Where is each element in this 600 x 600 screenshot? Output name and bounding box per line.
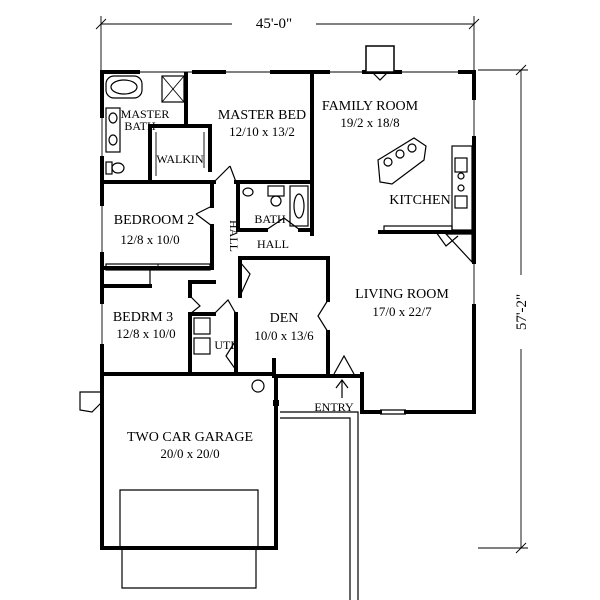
width-dimension: 45'-0" [256,16,292,32]
hall-label: HALL [257,237,289,251]
master-bed-size: 12/10 x 13/2 [229,124,295,139]
master-bed-label: MASTER BED [218,108,306,123]
bedroom-2-size: 12/8 x 10/0 [120,232,179,247]
master-bath-label-2: BATH [124,119,156,133]
driveway [119,379,359,600]
entry-label: ENTRY [314,400,354,414]
hall-vertical-label: HALL [227,220,241,252]
bedroom-3-size: 12/8 x 10/0 [116,326,175,341]
garage-label: TWO CAR GARAGE [127,430,253,445]
kitchen-label: KITCHEN [389,193,450,208]
utility-label: UTL [214,338,237,352]
den-label: DEN [270,311,299,326]
living-room-size: 17/0 x 22/7 [372,304,432,319]
depth-label-bg [510,275,532,349]
bedroom-2-label: BEDROOM 2 [114,213,195,228]
fixtures [105,75,473,406]
bath-label: BATH [254,212,286,226]
chimney [365,45,395,73]
garage-size: 20/0 x 20/0 [160,446,219,461]
family-room-label: FAMILY ROOM [322,99,419,114]
fireplace [371,71,389,81]
master-bath-label-1: MASTER [121,107,170,121]
walkin-label: WALKIN [156,152,204,166]
living-room-label: LIVING ROOM [355,287,449,302]
living-slider-door [380,409,406,415]
den-size: 10/0 x 13/6 [254,328,314,343]
depth-dimension: 57'-2" [514,294,530,330]
width-label-bg [232,14,316,32]
bedroom-3-label: BEDRM 3 [113,310,173,325]
family-room-size: 19/2 x 18/8 [340,115,399,130]
windows [98,68,478,344]
room-labels: MASTER BATH WALKIN MASTER BED 12/10 x 13… [113,99,451,461]
